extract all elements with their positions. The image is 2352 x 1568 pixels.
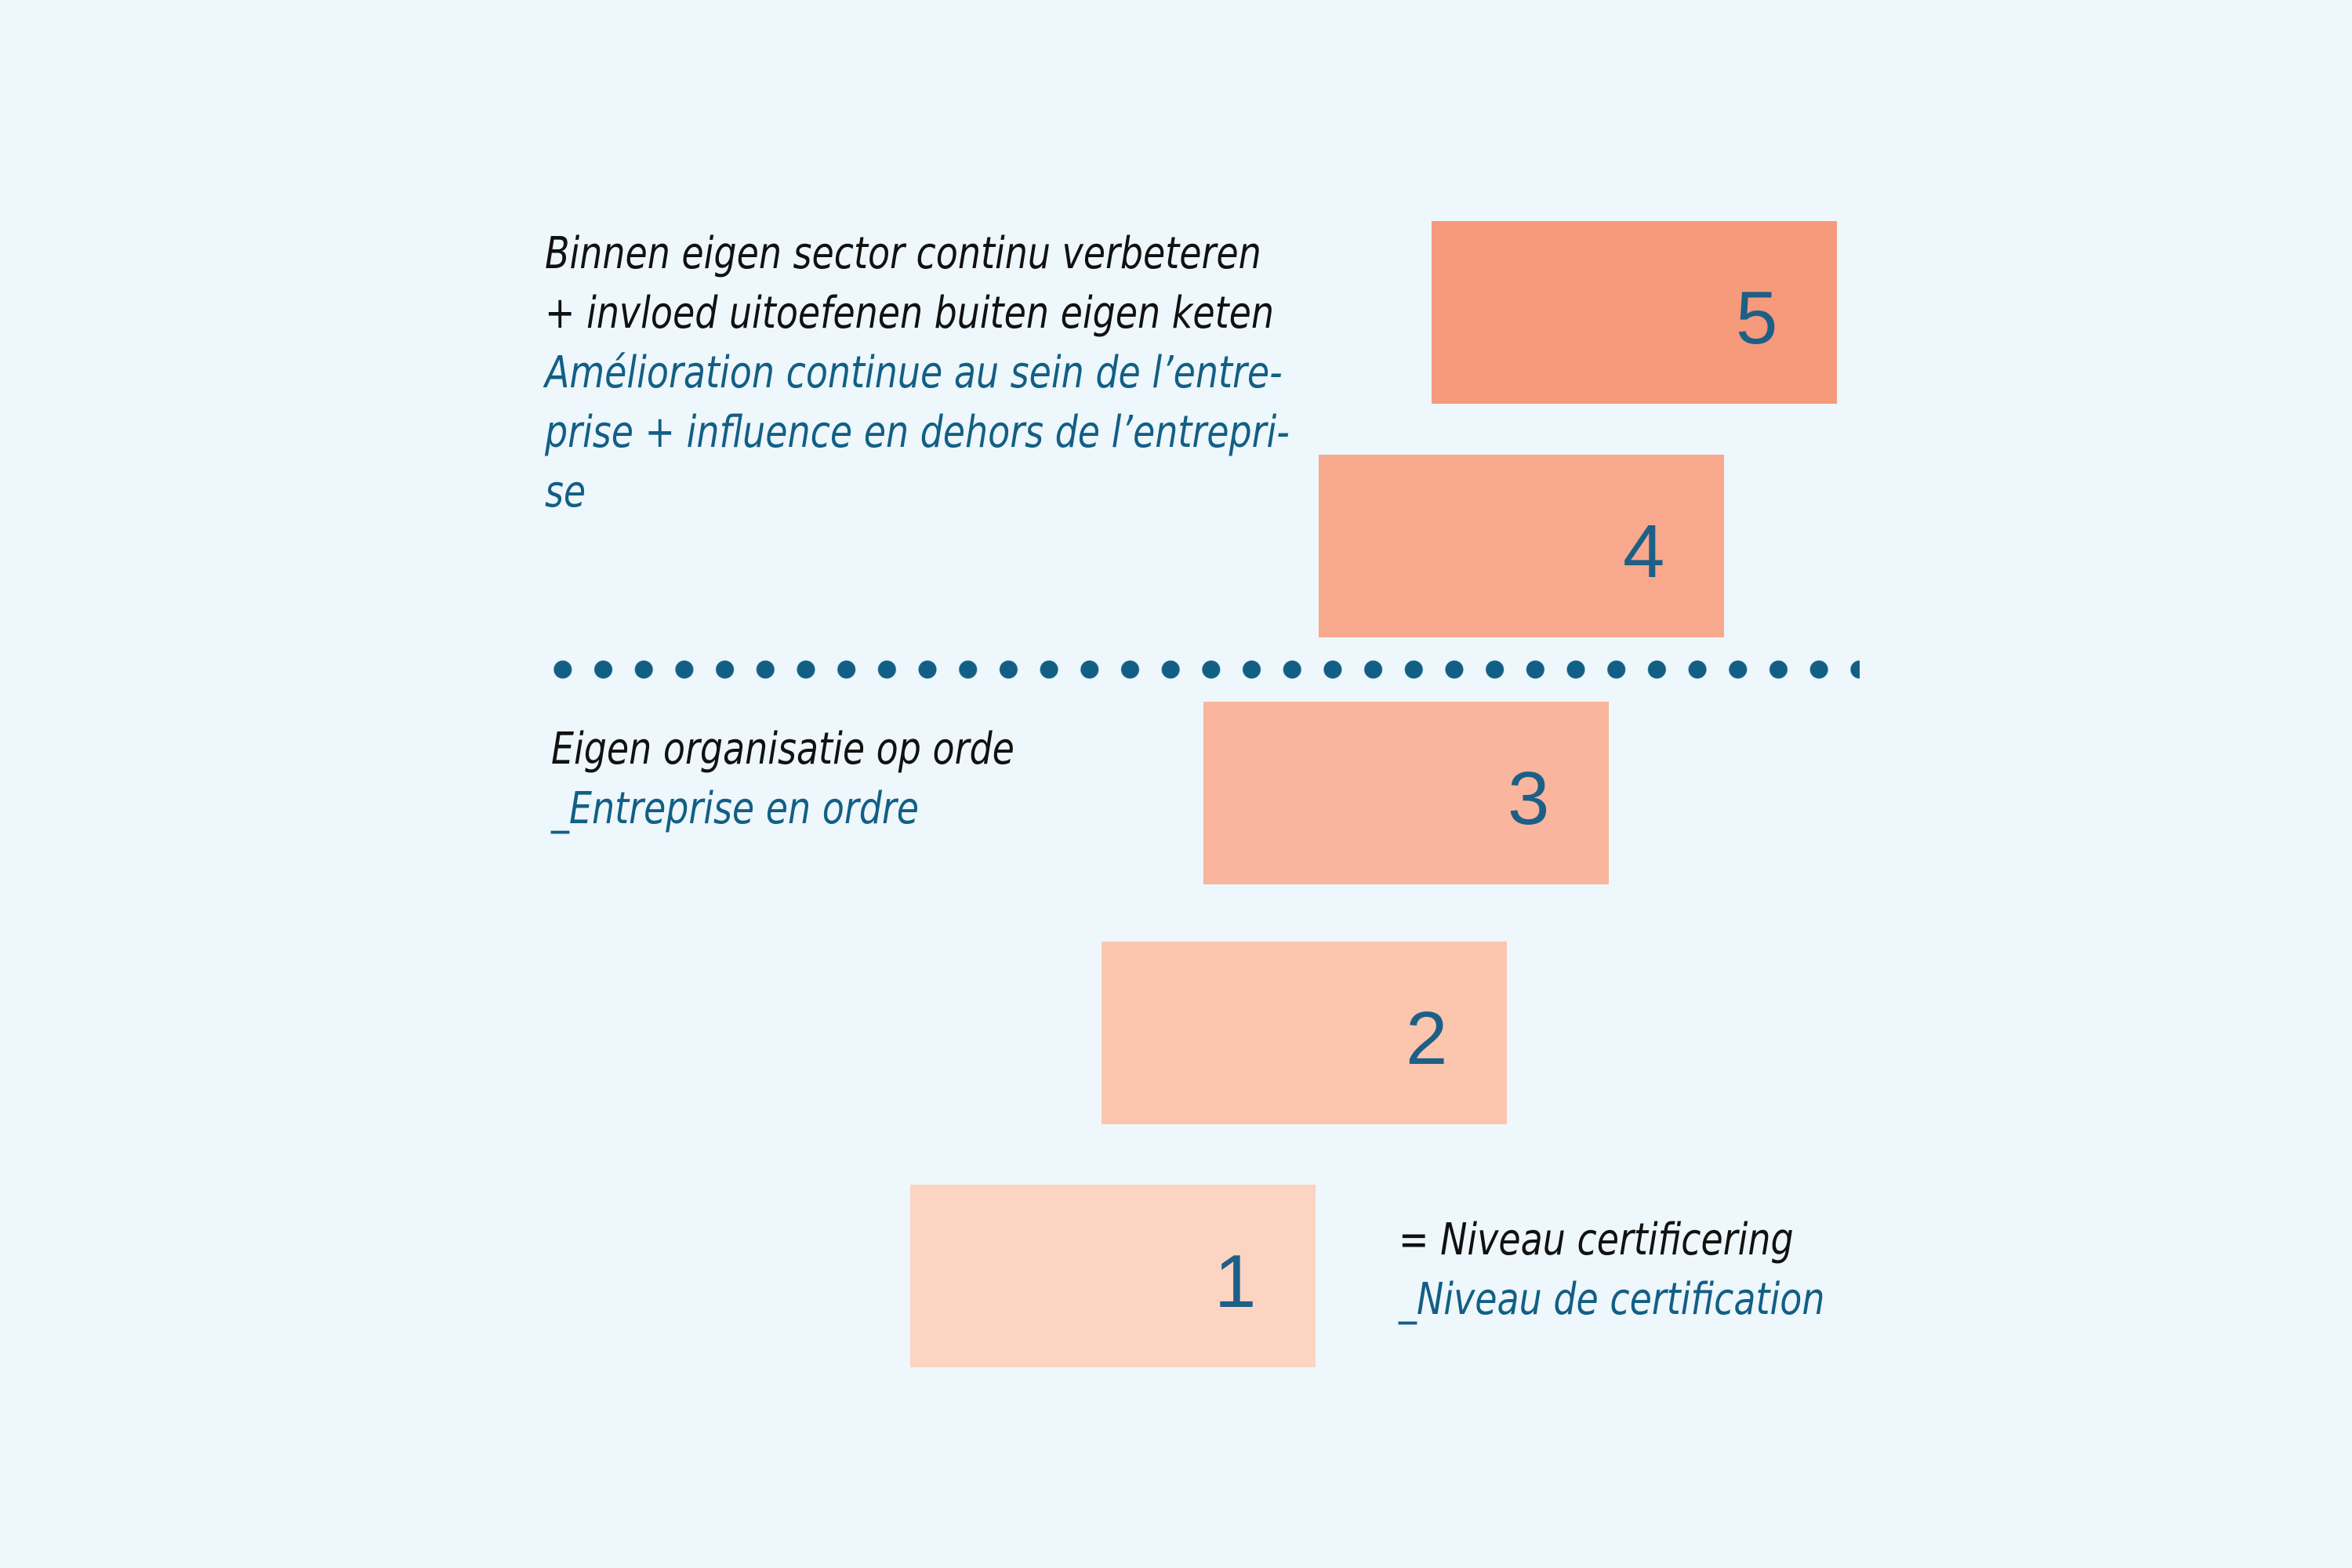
step-3-block: 3 [1203,702,1609,884]
legend-french: _Niveau de certification [1399,1274,1825,1325]
step-1-number: 1 [1214,1240,1257,1323]
step-5-block: 5 [1432,221,1837,404]
step-4-number: 4 [1623,510,1665,593]
step-4-block: 4 [1319,455,1724,637]
step-2-number: 2 [1406,996,1448,1080]
step-1-block: 1 [910,1185,1316,1367]
certification-divider-dotted-line [543,660,1860,679]
step-3-number: 3 [1508,757,1550,840]
certification-legend: = Niveau certificering _Niveau de certif… [1399,1210,1824,1330]
middle-level-label: Eigen organisatie op orde _Entreprise en… [551,720,1014,839]
step-5-number: 5 [1736,276,1778,360]
upper-label-dutch-line-2: + invloed uitoefenen buiten eigen keten [545,288,1274,339]
upper-label-french-line-2: prise + influence en dehors de l’entrepr… [545,407,1290,458]
legend-dutch: = Niveau certificering [1399,1214,1794,1265]
step-2-block: 2 [1102,942,1507,1124]
middle-label-dutch: Eigen organisatie op orde [551,724,1014,775]
upper-label-french-line-1: Amélioration continue au sein de l’entre… [545,347,1283,398]
middle-label-french: _Entreprise en ordre [551,783,919,834]
upper-level-label: Binnen eigen sector continu verbeteren +… [545,224,1290,522]
upper-label-dutch-line-1: Binnen eigen sector continu verbeteren [545,228,1261,279]
upper-label-french-line-3: se [545,466,586,517]
